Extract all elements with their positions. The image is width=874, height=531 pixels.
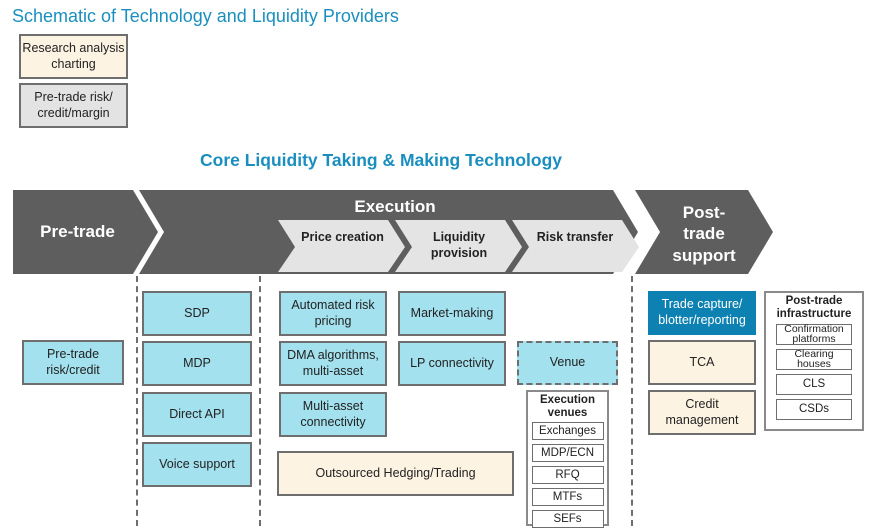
- infra-cls: CLS: [776, 374, 852, 396]
- outsourced-hedging-box: Outsourced Hedging/Trading: [277, 451, 514, 496]
- section-subtitle: Core Liquidity Taking & Making Technolog…: [200, 150, 563, 170]
- post-trade-infrastructure-heading: Post-trade infrastructure: [776, 295, 852, 321]
- execution-venues-heading: Execution venues: [540, 394, 595, 420]
- venue-sefs: SEFs: [531, 510, 604, 529]
- legend-research-label: Research analysis charting: [22, 40, 125, 71]
- legend-research: Research analysis charting: [19, 34, 128, 79]
- infra-csds: CSDs: [776, 399, 852, 421]
- page-title: Schematic of Technology and Liquidity Pr…: [12, 6, 399, 26]
- stage-risk-transfer: [512, 220, 639, 272]
- pretrade-risk-credit-box: Pre-trade risk/credit: [22, 340, 124, 385]
- pretrade-risk-credit-label: Pre-trade risk/credit: [46, 346, 100, 377]
- tca-box: TCA: [648, 340, 756, 385]
- legend-pretrade-risk-label: Pre-trade risk/ credit/margin: [34, 89, 113, 120]
- lp-connectivity-box: LP connectivity: [398, 341, 506, 386]
- stage-label-risk-transfer: Risk transfer: [536, 230, 614, 244]
- trade-capture-box: Trade capture/ blotter/reporting: [648, 291, 756, 335]
- venue-label: Venue: [549, 355, 586, 370]
- post-trade-infrastructure-panel: Post-trade infrastructure Confirmation p…: [764, 291, 864, 431]
- price-creation-label: DMA algorithms, multi-asset: [287, 347, 379, 378]
- outsourced-label: Outsourced Hedging/Trading: [315, 465, 476, 480]
- channel-label: Direct API: [169, 406, 225, 421]
- pretrade-label: Pre-trade: [40, 222, 115, 241]
- divider-line: [259, 276, 261, 526]
- liquidity-provision-label: LP connectivity: [410, 355, 494, 370]
- venue-rfq: RFQ: [531, 466, 604, 485]
- channel-direct-api: Direct API: [142, 392, 252, 437]
- price-creation-label: Automated risk pricing: [291, 297, 375, 328]
- venue-mtfs: MTFs: [531, 488, 604, 507]
- infra-clearing-houses: Clearing houses: [776, 349, 852, 371]
- divider-line: [631, 276, 633, 526]
- execution-label: Execution: [354, 197, 436, 216]
- post-trade-label: Trade capture/ blotter/reporting: [658, 297, 746, 327]
- dma-algorithms-box: DMA algorithms, multi-asset: [279, 341, 387, 386]
- channel-label: MDP: [183, 355, 211, 370]
- stage-liquidity-provision: [395, 220, 522, 272]
- pretrade-arrow: [13, 190, 158, 274]
- venue-box: Venue: [517, 341, 618, 385]
- posttrade-arrow: [635, 190, 773, 274]
- channel-voice-support: Voice support: [142, 442, 252, 487]
- execution-venues-panel: Execution venues Exchanges MDP/ECN RFQ M…: [526, 390, 609, 529]
- legend-pretrade-risk: Pre-trade risk/ credit/margin: [19, 83, 128, 128]
- channel-mdp: MDP: [142, 341, 252, 386]
- automated-risk-pricing-box: Automated risk pricing: [279, 291, 387, 336]
- multi-asset-connectivity-box: Multi-asset connectivity: [279, 392, 387, 437]
- liquidity-provision-label: Market-making: [410, 305, 494, 320]
- process-band: [13, 190, 773, 274]
- post-trade-label: Credit management: [665, 396, 739, 427]
- market-making-box: Market-making: [398, 291, 506, 336]
- stage-label-liquidity-provision: Liquidity provision: [430, 230, 488, 260]
- venue-exchanges: Exchanges: [531, 422, 604, 441]
- divider-line: [136, 276, 138, 526]
- stage-label-price-creation: Price creation: [301, 230, 384, 244]
- posttrade-label: Post- trade support: [672, 203, 736, 265]
- infra-confirmation-platforms: Confirmation platforms: [776, 324, 852, 346]
- credit-management-box: Credit management: [648, 390, 756, 435]
- venue-mdp-ecn: MDP/ECN: [531, 444, 604, 463]
- post-trade-label: TCA: [689, 354, 715, 369]
- channel-label: SDP: [184, 305, 210, 320]
- stage-price-creation: [278, 220, 405, 272]
- channel-label: Voice support: [159, 456, 235, 471]
- price-creation-label: Multi-asset connectivity: [300, 398, 366, 429]
- channel-sdp: SDP: [142, 291, 252, 336]
